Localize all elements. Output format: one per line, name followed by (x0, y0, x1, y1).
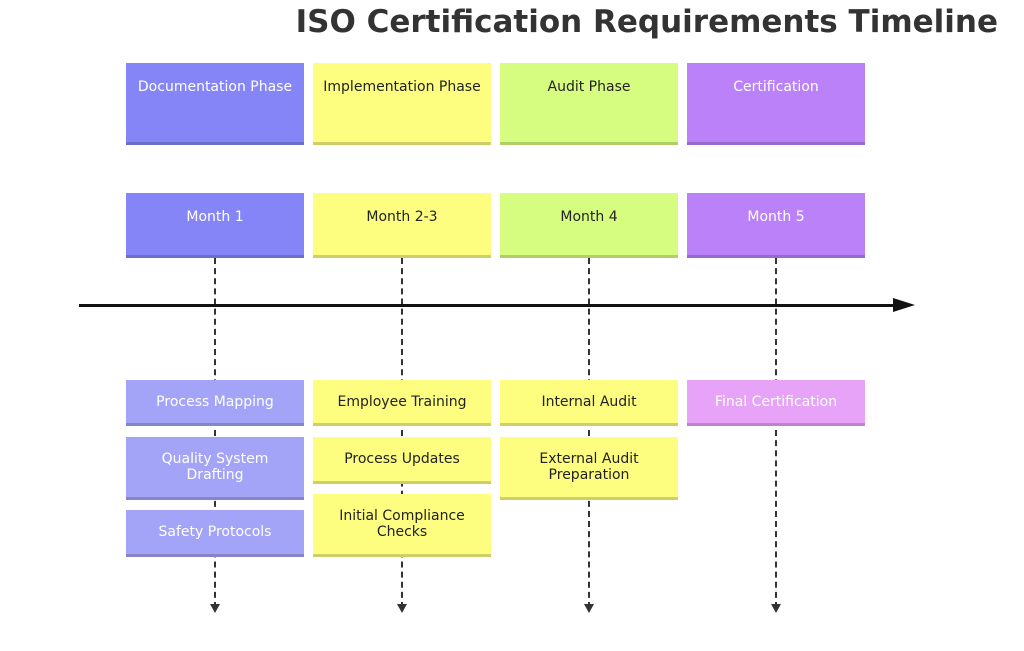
phase-label: Certification (733, 79, 819, 95)
month-label: Month 4 (560, 209, 618, 225)
task-label: Final Certification (714, 393, 838, 410)
task-box: Safety Protocols (126, 510, 304, 557)
task-box: Process Updates (313, 437, 491, 484)
phase-box: Certification (687, 63, 865, 145)
task-label: External Audit Preparation (539, 451, 639, 483)
timeline-axis (79, 304, 897, 307)
month-box: Month 1 (126, 193, 304, 258)
column-implementation: Implementation Phase Month 2-3 Employee … (313, 0, 491, 651)
task-label: Safety Protocols (158, 524, 272, 540)
task-box: Process Mapping (126, 380, 304, 426)
phase-label: Audit Phase (547, 79, 631, 95)
column-audit: Audit Phase Month 4 Internal Audit Exter… (500, 0, 678, 651)
phase-box: Implementation Phase (313, 63, 491, 145)
arrow-down-icon (584, 604, 594, 613)
arrow-down-icon (771, 604, 781, 613)
task-box: Final Certification (687, 380, 865, 426)
task-label: Internal Audit (541, 393, 637, 410)
task-label: Initial Compliance Checks (339, 508, 465, 540)
arrow-down-icon (397, 604, 407, 613)
task-box: External Audit Preparation (500, 437, 678, 500)
month-box: Month 4 (500, 193, 678, 258)
phase-label: Documentation Phase (137, 79, 293, 95)
arrow-right-icon (893, 298, 915, 312)
month-label: Month 2-3 (366, 209, 438, 225)
task-box: Initial Compliance Checks (313, 494, 491, 557)
task-label: Quality System Drafting (161, 451, 269, 483)
dashed-connector (401, 258, 403, 608)
arrow-down-icon (210, 604, 220, 613)
task-label: Process Updates (344, 451, 460, 467)
column-certification: Certification Month 5 Final Certificatio… (687, 0, 865, 651)
task-box: Internal Audit (500, 380, 678, 426)
column-documentation: Documentation Phase Month 1 Process Mapp… (126, 0, 304, 651)
phase-box: Audit Phase (500, 63, 678, 145)
dashed-connector (775, 258, 777, 608)
dashed-connector (214, 258, 216, 608)
month-label: Month 1 (186, 209, 244, 225)
task-box: Quality System Drafting (126, 437, 304, 500)
month-label: Month 5 (747, 209, 805, 225)
phase-box: Documentation Phase (126, 63, 304, 145)
phase-label: Implementation Phase (323, 79, 481, 95)
month-box: Month 5 (687, 193, 865, 258)
task-label: Process Mapping (156, 393, 274, 410)
task-box: Employee Training (313, 380, 491, 426)
page-title: ISO Certification Requirements Timeline (295, 4, 998, 40)
dashed-connector (588, 258, 590, 608)
task-label: Employee Training (337, 393, 467, 410)
month-box: Month 2-3 (313, 193, 491, 258)
